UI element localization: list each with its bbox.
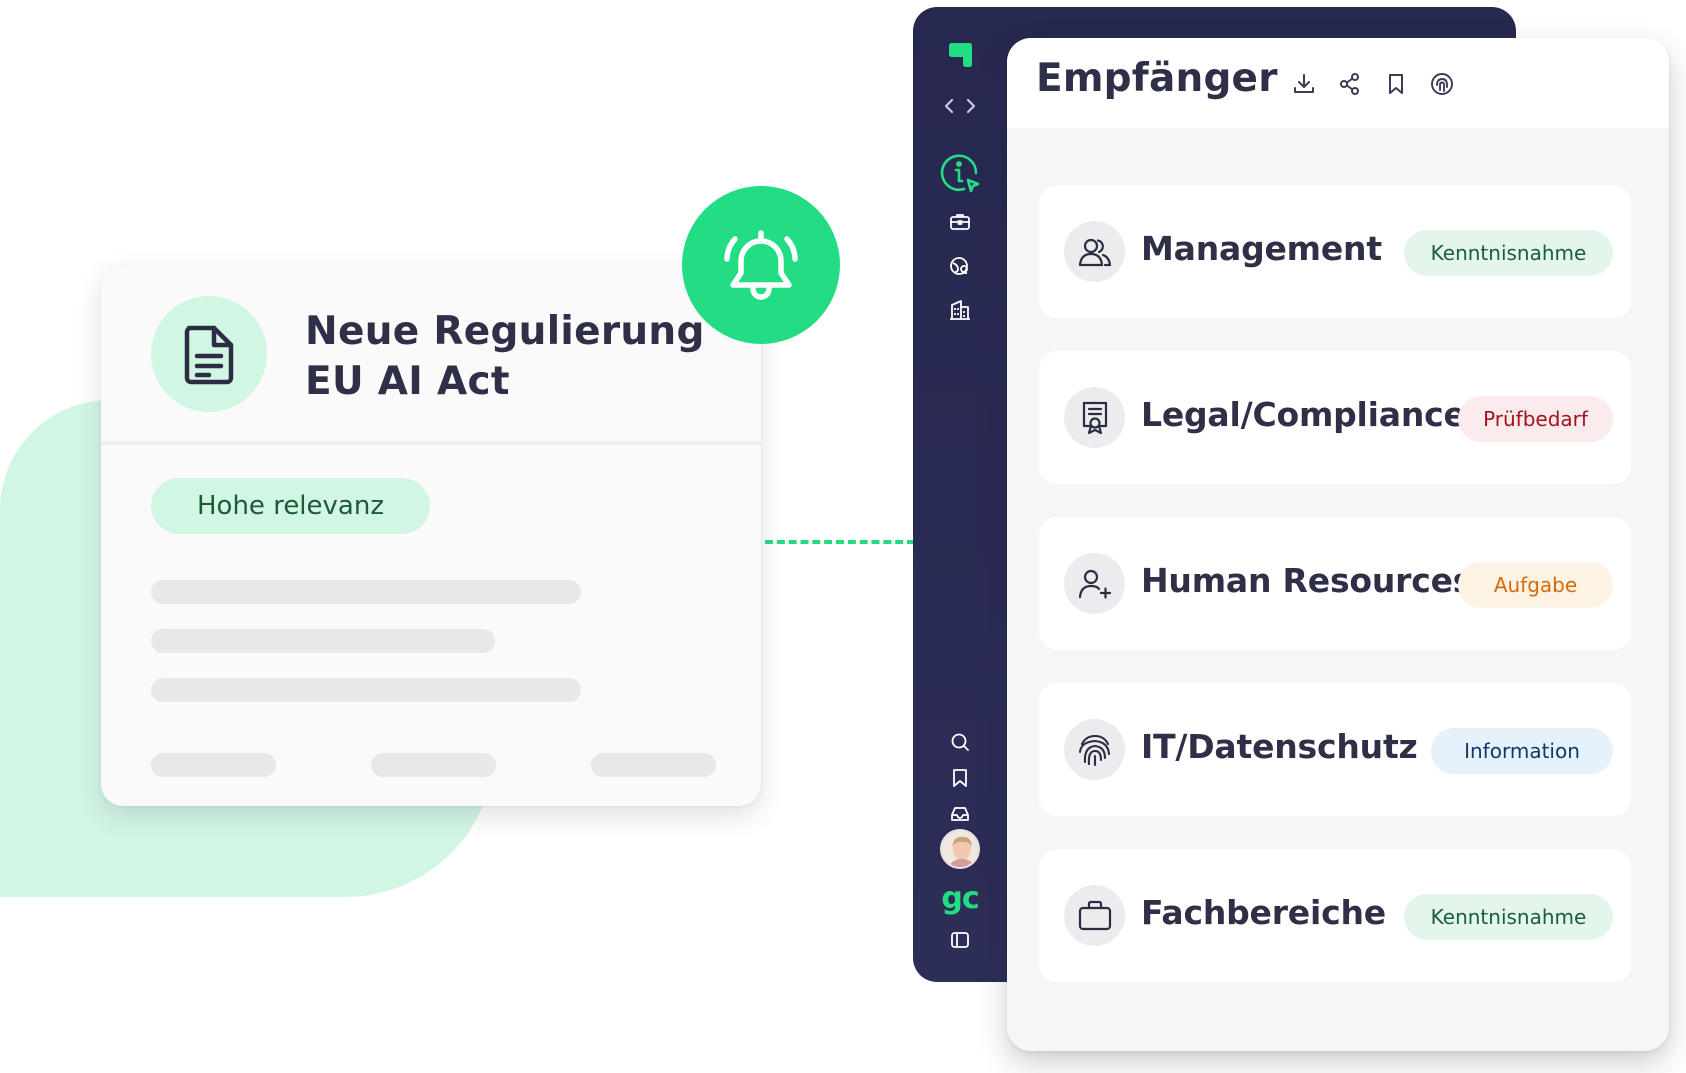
briefcase-icon [1064, 885, 1125, 946]
status-badge: Kenntnisnahme [1404, 894, 1613, 940]
building-icon[interactable] [913, 290, 1007, 330]
recipient-label: Legal/Compliance [1141, 395, 1466, 434]
recipient-label: Human Resources [1141, 561, 1473, 600]
globe-icon[interactable] [913, 246, 1007, 286]
share-icon[interactable] [1337, 71, 1363, 97]
recipient-row-human-resources[interactable]: Human Resources Aufgabe [1039, 517, 1631, 650]
status-badge: Kenntnisnahme [1404, 230, 1613, 276]
connector-line [765, 540, 915, 544]
button-placeholder [151, 753, 276, 777]
bookmark-icon[interactable] [913, 758, 1007, 798]
fingerprint-icon[interactable] [1429, 71, 1455, 97]
text-placeholder-line [151, 629, 495, 653]
regulation-card[interactable]: Neue Regulierung EU AI Act Hohe relevanz [101, 265, 761, 806]
recipient-row-management[interactable]: Management Kenntnisnahme [1039, 185, 1631, 318]
users-icon [1064, 221, 1125, 282]
relevance-tag: Hohe relevanz [151, 478, 430, 534]
chevron-back-forward-icon[interactable] [913, 86, 1007, 126]
status-badge: Information [1431, 728, 1613, 774]
user-plus-icon [1064, 553, 1125, 614]
recipients-panel: Empfänger [1007, 38, 1669, 1051]
panel-toggle-icon[interactable] [913, 920, 1007, 960]
text-placeholder-line [151, 580, 581, 604]
brand-logo-icon[interactable] [913, 35, 1007, 75]
download-icon[interactable] [1291, 71, 1317, 97]
avatar[interactable] [940, 829, 980, 869]
regulation-title-line1: Neue Regulierung [305, 309, 705, 354]
status-badge: Aufgabe [1458, 562, 1613, 608]
panel-header: Empfänger [1007, 38, 1669, 128]
briefcase-icon[interactable] [913, 202, 1007, 242]
bookmark-icon[interactable] [1383, 71, 1409, 97]
recipient-row-fachbereiche[interactable]: Fachbereiche Kenntnisnahme [1039, 849, 1631, 982]
status-badge: Prüfbedarf [1458, 396, 1613, 442]
regulation-title: Neue Regulierung EU AI Act [305, 307, 745, 407]
brand-wordmark: gc [941, 881, 979, 916]
document-icon [151, 296, 267, 412]
recipient-label: Fachbereiche [1141, 893, 1386, 932]
recipient-label: IT/Datenschutz [1141, 727, 1418, 766]
button-placeholder [371, 753, 496, 777]
certificate-icon [1064, 387, 1125, 448]
panel-title: Empfänger [1036, 56, 1278, 101]
inbox-icon[interactable] [913, 794, 1007, 834]
text-placeholder-line [151, 678, 581, 702]
recipient-row-legal-compliance[interactable]: Legal/Compliance Prüfbedarf [1039, 351, 1631, 484]
regulation-title-line2: EU AI Act [305, 359, 510, 404]
search-icon[interactable] [913, 722, 1007, 762]
panel-actions [1291, 71, 1455, 97]
regulation-card-header: Neue Regulierung EU AI Act [101, 265, 761, 445]
fingerprint-icon [1064, 719, 1125, 780]
info-circle-icon[interactable] [913, 150, 1007, 196]
recipient-label: Management [1141, 229, 1382, 268]
button-placeholder [591, 753, 716, 777]
recipient-row-it-datenschutz[interactable]: IT/Datenschutz Information [1039, 683, 1631, 816]
bell-icon[interactable] [682, 186, 840, 344]
